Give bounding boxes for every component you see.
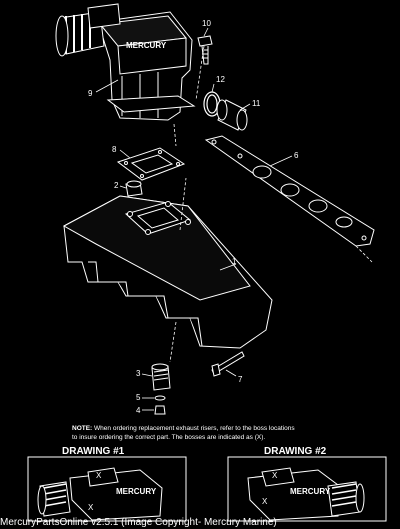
callout-12: 12 xyxy=(216,75,225,84)
callout-11: 11 xyxy=(252,99,261,108)
sleeve-part-11 xyxy=(216,99,248,131)
drawing-2-boss-bottom: X xyxy=(262,497,268,506)
note-line-1: When ordering replacement exhaust risers… xyxy=(94,425,295,432)
stud-part-7 xyxy=(211,351,245,377)
drawing-1-boss-bottom: X xyxy=(88,503,94,512)
exhaust-riser-part xyxy=(55,3,196,121)
drawing-2-boss-top: X xyxy=(272,471,278,480)
boss-location-note: NOTE: When ordering replacement exhaust … xyxy=(72,424,392,442)
callout-6: 6 xyxy=(294,151,299,160)
manifold-gasket-part-6 xyxy=(204,135,375,247)
callout-10: 10 xyxy=(202,19,211,28)
drawing-1-boss-top: X xyxy=(96,471,102,480)
exhaust-manifold-part-1 xyxy=(62,195,273,349)
copyright-footer: MercuryPartsOnline v2.5.1 (Image Copyrig… xyxy=(0,517,277,528)
washer-part-5 xyxy=(154,395,166,401)
callout-5: 5 xyxy=(136,393,141,402)
callout-2: 2 xyxy=(114,181,119,190)
callout-7: 7 xyxy=(238,375,243,384)
drawing-2-box xyxy=(227,456,387,522)
drawing-1-title: DRAWING #1 xyxy=(62,446,125,457)
callout-numbers: 1 2 3 4 5 6 7 8 9 10 11 12 xyxy=(88,19,299,415)
note-line-2: to insure ordering the correct part. The… xyxy=(72,434,266,441)
fitting-part-3 xyxy=(151,363,171,391)
drawing-2-brand-label: MERCURY xyxy=(290,487,331,496)
riser-brand-label: MERCURY xyxy=(126,41,167,50)
drawing-2-title: DRAWING #2 xyxy=(264,446,327,457)
callout-9: 9 xyxy=(88,89,93,98)
callout-8: 8 xyxy=(112,145,117,154)
drawing-1-brand-label: MERCURY xyxy=(116,487,157,496)
gasket-part-8 xyxy=(116,147,186,181)
note-label: NOTE: xyxy=(72,425,93,432)
drawing-1-box xyxy=(27,456,187,522)
callout-4: 4 xyxy=(136,406,141,415)
leader-lines xyxy=(95,27,373,411)
bolt-part-10 xyxy=(197,35,213,65)
plug-part-2 xyxy=(125,180,143,197)
callout-1: 1 xyxy=(232,257,237,266)
callout-3: 3 xyxy=(136,369,141,378)
plug-part-4 xyxy=(154,405,166,415)
